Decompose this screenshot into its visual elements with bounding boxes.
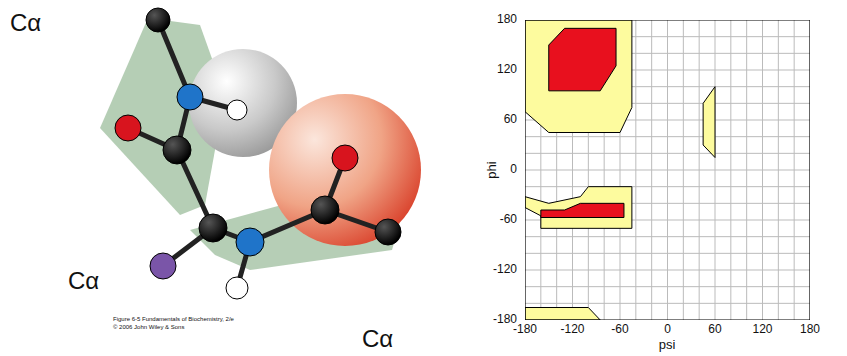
axis-tick: -180 — [513, 323, 537, 336]
grid-line — [794, 20, 795, 320]
axis-tick: 180 — [800, 323, 820, 336]
axis-tick: 180 — [497, 13, 517, 26]
ramachandran-plot — [525, 20, 810, 320]
grid-line — [525, 153, 810, 154]
grid-line — [525, 170, 810, 171]
grid-line — [683, 20, 684, 320]
grid-line — [730, 20, 731, 320]
atom-label: Cα — [362, 326, 393, 352]
axis-tick: -120 — [493, 263, 517, 276]
copyright-note: © 2006 John Wiley & Sons — [113, 324, 184, 331]
allowed-region — [703, 87, 715, 158]
axis-tick: -60 — [611, 323, 628, 336]
core-region — [541, 203, 624, 217]
bonds — [128, 20, 388, 288]
core-region — [549, 28, 616, 91]
plot-frame — [525, 20, 810, 320]
axis-tick: 60 — [504, 113, 517, 126]
atom-label: Cα — [10, 10, 41, 36]
axis-tick: -120 — [560, 323, 584, 336]
axis-tick: 120 — [497, 63, 517, 76]
axis-title: phi — [485, 161, 499, 178]
axis-tick: 120 — [752, 323, 772, 336]
atom-label: Cα — [68, 268, 99, 294]
axis-tick: 0 — [510, 163, 517, 176]
atoms — [115, 8, 401, 299]
grid-line — [699, 20, 700, 320]
axis-title: psi — [659, 338, 676, 352]
axis-tick: -60 — [500, 213, 517, 226]
grid-line — [746, 20, 747, 320]
axis-tick: 60 — [708, 323, 721, 336]
axis-tick: 0 — [664, 323, 671, 336]
grid-line — [715, 20, 716, 320]
allowed-region — [525, 308, 600, 321]
grid-line — [525, 136, 810, 137]
grid-line — [778, 20, 779, 320]
peptide-illustration — [0, 0, 480, 356]
figure-credit: Figure 6-5 Fundamentals of Biochemistry,… — [113, 316, 234, 323]
allowed-region — [525, 20, 632, 133]
grid-line — [762, 20, 763, 320]
allowed-region — [525, 187, 632, 229]
